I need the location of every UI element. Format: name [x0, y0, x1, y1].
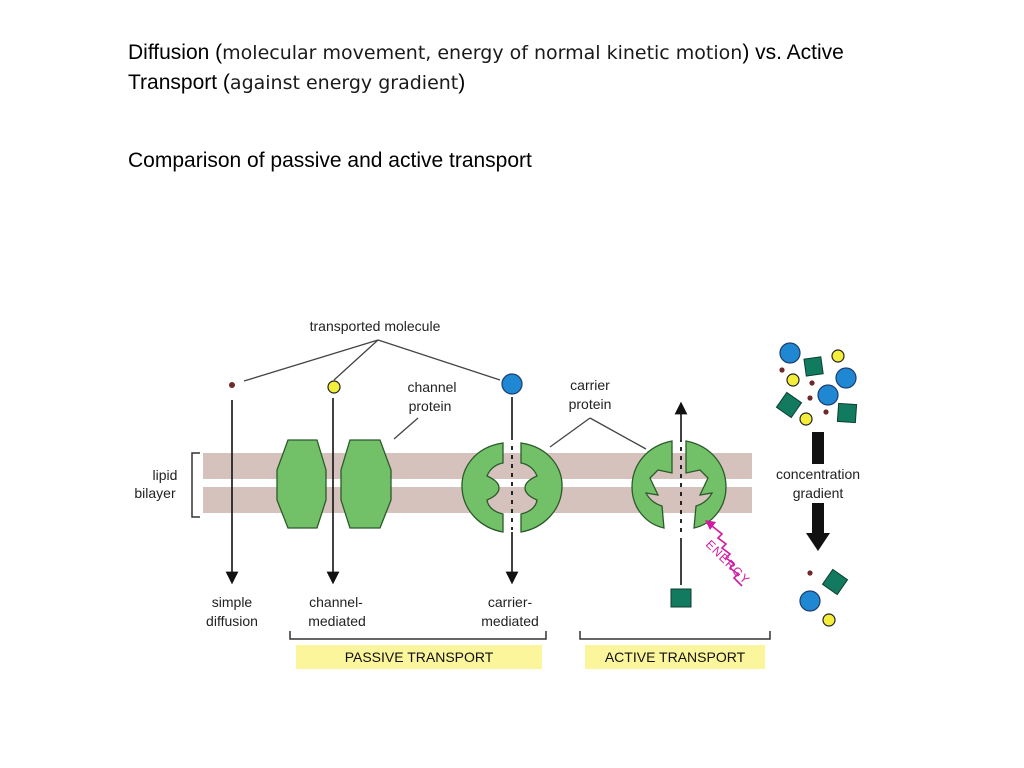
gradient-arrow-shaft [812, 503, 824, 533]
concentration-gradient-label-line1: concentration [776, 466, 860, 482]
bilayer-bracket [191, 452, 200, 518]
carrier-protein-leaders [549, 417, 647, 450]
yellow-molecule-icon [327, 380, 341, 394]
active-transport-band [585, 645, 765, 669]
slide-title: Diffusion (molecular movement, energy of… [128, 38, 848, 98]
lipid-bilayer-label-line1: lipid [153, 467, 178, 483]
passive-bracket [289, 631, 547, 640]
carrier-protein-active [631, 440, 727, 529]
carrier-protein-label-line1: carrier [570, 377, 610, 393]
lipid-bilayer-label-line2: bilayer [134, 485, 176, 501]
concentration-gradient-label-line2: gradient [793, 485, 844, 501]
energy-squiggle-icon [711, 525, 743, 587]
energy-label: ENERGY [703, 537, 753, 587]
low-concentration-cluster [799, 568, 849, 627]
transported-molecule-label: transported molecule [310, 318, 441, 334]
channel-protein-leader [393, 417, 419, 440]
gradient-arrowhead-icon [806, 533, 830, 551]
channel-protein-label-line1: channel [407, 379, 456, 395]
teal-square-molecule-icon [670, 588, 692, 608]
active-bracket [579, 631, 771, 640]
carrier-protein-passive [461, 442, 563, 533]
title-part-5: ) [458, 71, 466, 94]
title-part-4: against energy gradient [229, 72, 459, 94]
title-part-3: ) vs. Active Transport ( [128, 41, 844, 94]
title-part-2: molecular movement, energy of normal kin… [222, 42, 743, 64]
blue-molecule-icon [501, 373, 523, 395]
carrier-mediated-label-line2: mediated [481, 613, 539, 629]
carrier-mediated-label-line1: carrier- [488, 594, 533, 610]
transported-molecule-leaders [243, 339, 501, 382]
passive-transport-label: PASSIVE TRANSPORT [345, 649, 494, 665]
active-transport-label: ACTIVE TRANSPORT [605, 649, 746, 665]
channel-protein [276, 439, 392, 529]
energy-arrowhead-icon [705, 520, 716, 530]
slide-subtitle: Comparison of passive and active transpo… [128, 149, 532, 172]
gradient-arrow-top [812, 432, 824, 464]
passive-transport-band [296, 645, 542, 669]
carrier-protein-label-line2: protein [569, 396, 612, 412]
simple-diffusion-label-line2: diffusion [206, 613, 258, 629]
channel-mediated-label-line2: mediated [308, 613, 366, 629]
title-part-1: Diffusion ( [128, 41, 223, 64]
channel-protein-label-line2: protein [409, 398, 452, 414]
channel-mediated-label-line1: channel- [309, 594, 363, 610]
high-concentration-cluster [775, 342, 858, 426]
simple-diffusion-label-line1: simple [212, 594, 253, 610]
small-molecule-icon [229, 382, 235, 388]
